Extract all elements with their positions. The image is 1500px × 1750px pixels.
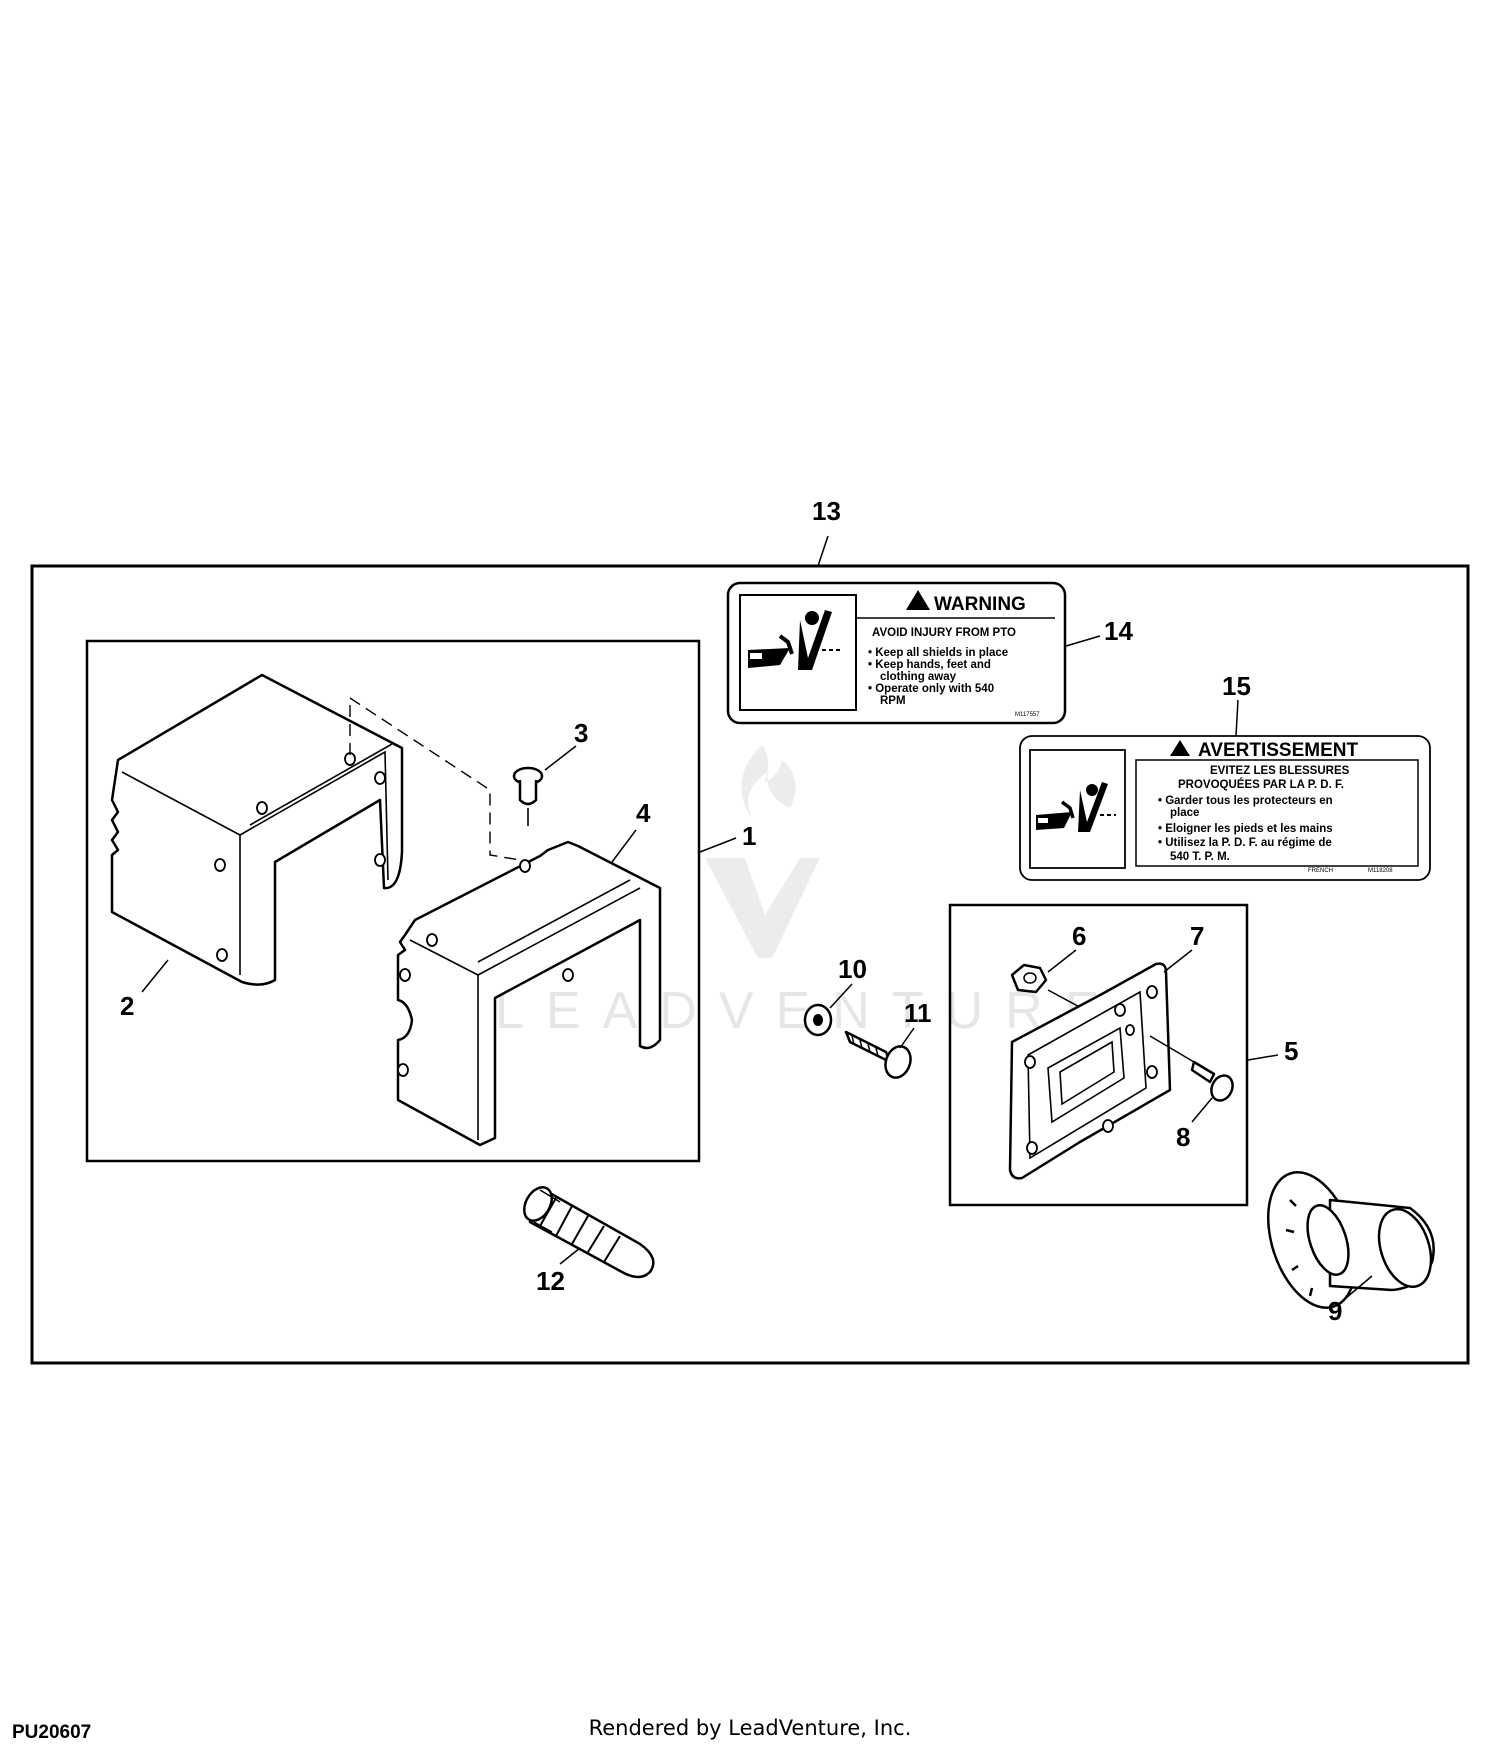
callout-13[interactable]: 13 xyxy=(812,496,841,526)
splined-shaft[interactable] xyxy=(519,1182,655,1279)
callout-8[interactable]: 8 xyxy=(1176,1122,1190,1152)
callout-14[interactable]: 14 xyxy=(1104,616,1133,646)
avertissement-line-7: 540 T. P. M. xyxy=(1170,851,1230,863)
leader-14 xyxy=(1065,635,1101,647)
leader-1 xyxy=(699,837,737,853)
hex-nut[interactable] xyxy=(1010,963,1048,994)
avertissement-line-3: • Garder tous les protecteurs en xyxy=(1158,795,1333,807)
avertissement-line-5: • Eloigner les pieds et les mains xyxy=(1158,823,1333,835)
warning-line-1: • Keep all shields in place xyxy=(868,647,1008,659)
avertissement-line-1: EVITEZ LES BLESSURES xyxy=(1210,765,1350,777)
callout-7[interactable]: 7 xyxy=(1190,921,1204,951)
mounting-screw[interactable] xyxy=(1190,1060,1237,1104)
callout-10[interactable]: 10 xyxy=(838,954,867,984)
avertissement-decal[interactable]: AVERTISSEMENT EVITEZ LES BLESSURES PROVO… xyxy=(1019,735,1431,881)
avertissement-heading: AVERTISSEMENT xyxy=(1198,740,1359,761)
leader-15 xyxy=(1235,699,1239,737)
shield-kit-frame xyxy=(85,639,701,1163)
watermark-text: LEADVENTURE xyxy=(495,982,1121,1040)
leader-2 xyxy=(141,959,169,993)
callout-12[interactable]: 12 xyxy=(536,1266,565,1296)
rear-shield[interactable] xyxy=(110,673,404,986)
callout-2[interactable]: 2 xyxy=(120,991,134,1021)
leader-10 xyxy=(829,983,853,1009)
warning-line-4: • Operate only with 540 xyxy=(868,683,994,695)
warning-line-5: RPM xyxy=(880,695,906,707)
warning-decal[interactable]: WARNING AVOID INJURY FROM PTO • Keep all… xyxy=(726,581,1067,725)
washer[interactable] xyxy=(803,1003,833,1037)
callout-1[interactable]: 1 xyxy=(742,821,756,851)
shield-bolt[interactable] xyxy=(512,766,544,826)
mount-kit-frame xyxy=(948,903,1249,1207)
avertissement-line-6: • Utilisez la P. D. F. au régime de xyxy=(1158,837,1332,849)
warning-line-2: • Keep hands, feet and xyxy=(868,659,991,671)
callout-15[interactable]: 15 xyxy=(1222,671,1251,701)
warning-subheading: AVOID INJURY FROM PTO xyxy=(872,627,1016,639)
leader-11 xyxy=(899,1027,915,1049)
callout-4[interactable]: 4 xyxy=(636,798,651,828)
warning-triangle-icon xyxy=(906,590,930,610)
callout-9[interactable]: 9 xyxy=(1328,1296,1342,1326)
leader-3 xyxy=(544,745,577,771)
entanglement-pictogram xyxy=(748,610,840,670)
callout-6[interactable]: 6 xyxy=(1072,921,1086,951)
callout-11[interactable]: 11 xyxy=(904,998,932,1028)
rendered-by-credit: Rendered by LeadVenture, Inc. xyxy=(588,1716,912,1740)
avertissement-line-4: place xyxy=(1170,807,1199,819)
leader-9 xyxy=(1345,1275,1373,1299)
leader-6 xyxy=(1047,949,1077,973)
warning-heading: WARNING xyxy=(934,594,1026,615)
avertissement-triangle-icon xyxy=(1170,740,1190,756)
avertissement-lang: FRENCH xyxy=(1308,868,1333,874)
leader-7 xyxy=(1163,949,1193,973)
callout-5[interactable]: 5 xyxy=(1284,1036,1298,1066)
warning-line-3: clothing away xyxy=(880,671,957,683)
pto-adapter[interactable] xyxy=(1252,1161,1440,1319)
avertissement-code: M118208 xyxy=(1368,868,1393,874)
avertissement-line-2: PROVOQUÉES PAR LA P. D. F. xyxy=(1178,778,1344,791)
assembly-line-8 xyxy=(1149,1035,1195,1063)
warning-code: M117557 xyxy=(1015,712,1040,718)
callout-3[interactable]: 3 xyxy=(574,718,588,748)
leader-13 xyxy=(817,535,829,567)
alignment-line xyxy=(349,696,521,861)
entanglement-pictogram-fr xyxy=(1036,782,1116,832)
leader-8 xyxy=(1191,1097,1213,1123)
leader-4 xyxy=(611,829,637,863)
drawing-number: PU20607 xyxy=(12,1722,92,1743)
leader-5 xyxy=(1247,1054,1279,1061)
kit-frame xyxy=(30,564,1470,1365)
leader-12 xyxy=(559,1247,581,1265)
watermark: LEADVENTURE xyxy=(495,745,1121,1040)
front-shield[interactable] xyxy=(396,840,662,1147)
cap-screw[interactable] xyxy=(844,1030,915,1081)
mounting-plate[interactable] xyxy=(1008,962,1172,1180)
